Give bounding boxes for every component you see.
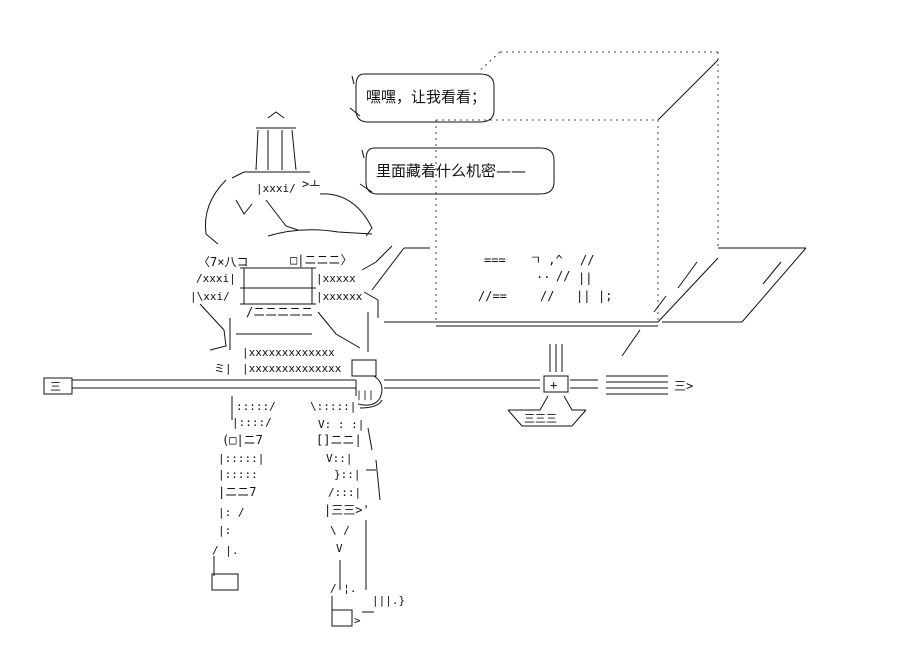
svg-text:□|ニニニ〉: □|ニニニ〉: [290, 253, 352, 267]
knight-torso: 〈7×八コ □|ニニニ〉 /xxxi| |xxxxx |\xxi/ |xxxxx…: [190, 179, 393, 377]
svg-text://: //: [580, 253, 594, 267]
svg-text:|:::::: |:::::: [218, 468, 258, 481]
svg-text:[]ニニ|: []ニニ|: [316, 433, 362, 447]
speech-bubble-2: [359, 147, 555, 195]
svg-text:/ |.: / |.: [212, 544, 239, 557]
svg-text:三>: 三>: [674, 379, 693, 393]
monitor: === ㄱ ,^ // .. // || //== // || |;: [371, 51, 807, 357]
knight-legs: :::::/ \:::::| |::::/ V: : :| (□|ニ7 []ニニ…: [211, 396, 405, 627]
svg-text:/ニニニニニ: /ニニニニニ: [246, 305, 313, 319]
speech-bubble-1-text: 嘿嘿，让我看看；: [366, 88, 487, 106]
svg-text:/xxxi|: /xxxi|: [196, 272, 236, 285]
svg-text:|:::::|: |:::::|: [218, 452, 264, 465]
svg-text:||: ||: [578, 271, 592, 285]
svg-text:+: +: [550, 378, 557, 392]
svg-text:===: ===: [484, 253, 506, 267]
svg-text:(□|ニ7: (□|ニ7: [222, 433, 263, 447]
svg-text:ミ|: ミ|: [214, 362, 232, 375]
svg-text:V: V: [336, 542, 343, 555]
svg-text:}::|: }::|: [334, 468, 361, 481]
svg-text:|;: |;: [598, 289, 612, 303]
svg-text:\:::::|: \:::::|: [310, 400, 356, 413]
screen-glyphs: === ㄱ ,^ // .. // || //== // || |;: [478, 253, 612, 303]
svg-text:/ ¦.: / ¦.: [330, 582, 357, 595]
svg-text:>: >: [354, 614, 361, 627]
svg-text:V: : :|: V: : :|: [318, 418, 364, 431]
svg-text:|xxxxx: |xxxxx: [316, 272, 356, 285]
monitor-front-frame: [435, 119, 659, 322]
svg-text:三三三: 三三三: [524, 412, 557, 425]
knight-figure: |xxxi/ >ㅗ 〈7×八コ □|ニニニ〉 /xxxi| |xxxxx |\x…: [190, 111, 405, 627]
svg-text:..: ..: [536, 267, 550, 281]
svg-text:|xxxxxxxxxxxxx: |xxxxxxxxxxxxx: [242, 346, 335, 359]
svg-text:|::::/: |::::/: [232, 416, 272, 429]
svg-text:V::|: V::|: [326, 452, 353, 465]
svg-text:|三三>': |三三>': [324, 503, 370, 517]
svg-text:|xxxxxx: |xxxxxx: [316, 290, 363, 303]
knight-gauntlet: |||: [355, 375, 383, 409]
svg-text:|\xxi/: |\xxi/: [190, 290, 230, 303]
lance: 三 + 三> 三三三: [43, 344, 693, 427]
lance-butt: [43, 377, 73, 395]
svg-text:>ㅗ: >ㅗ: [302, 177, 320, 191]
svg-text:|:: |:: [218, 524, 231, 537]
speech-bubble-1: [349, 73, 495, 123]
svg-text:ㄱ ,^: ㄱ ,^: [530, 253, 563, 267]
svg-text://: //: [540, 289, 554, 303]
svg-text:|xxxxxxxxxxxxxx: |xxxxxxxxxxxxxx: [242, 362, 342, 375]
monitor-back-frame: [477, 51, 719, 248]
lance-guard: 三三三: [507, 344, 587, 427]
knight-helmet: |xxxi/ >ㅗ: [231, 111, 320, 195]
svg-text:|||: |||: [356, 390, 374, 401]
svg-text:|: /: |: /: [218, 506, 245, 519]
svg-text:/:::|: /:::|: [328, 486, 361, 499]
svg-text:|||.}: |||.}: [372, 594, 405, 607]
monitor-perspective-lines: [371, 59, 807, 357]
svg-text://: //: [556, 269, 570, 283]
svg-text:||: ||: [576, 289, 590, 303]
speech-bubble-2-text: 里面藏着什么机密——: [376, 162, 527, 180]
svg-text:|ニニ7: |ニニ7: [218, 485, 256, 499]
lance-grip-block: [543, 375, 569, 393]
svg-text:\ /: \ /: [330, 524, 350, 537]
svg-text://==: //==: [478, 289, 507, 303]
svg-text::::::/: :::::/: [236, 400, 276, 413]
svg-text:〈7×八コ: 〈7×八コ: [198, 255, 248, 269]
svg-text:|xxxi/: |xxxi/: [256, 182, 296, 195]
svg-text:三: 三: [50, 380, 61, 393]
